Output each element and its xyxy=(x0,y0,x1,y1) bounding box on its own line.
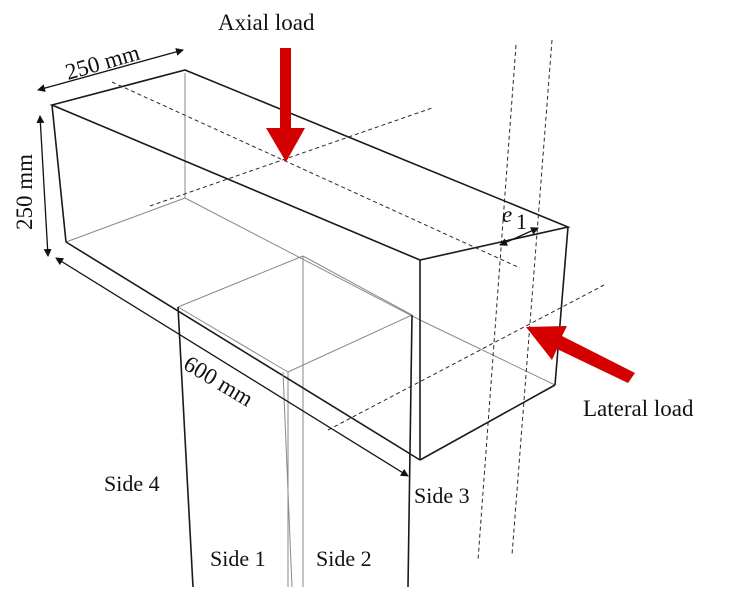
eccentricity-dimension-line xyxy=(499,227,539,246)
width-dimension-label: 250 mm xyxy=(62,40,142,85)
height-dimension-line xyxy=(36,115,52,257)
axial-load-arrow xyxy=(266,48,305,162)
dashed-reference-lines xyxy=(111,39,605,561)
width-dimension-line xyxy=(37,48,184,92)
eccentricity-subscript: 1 xyxy=(516,209,527,234)
axial-load-label: Axial load xyxy=(218,10,315,35)
dimension-lines xyxy=(36,48,539,477)
eccentricity-label: e xyxy=(502,202,512,227)
height-dimension-label: 250 mm xyxy=(12,154,37,230)
length-dimension-label: 600 mm xyxy=(179,351,257,412)
side-2-label: Side 2 xyxy=(316,546,372,571)
side-3-label: Side 3 xyxy=(414,483,470,508)
lateral-load-label: Lateral load xyxy=(583,396,694,421)
side-4-label: Side 4 xyxy=(104,471,160,496)
visible-edges xyxy=(49,69,571,588)
lateral-load-arrow xyxy=(526,326,635,383)
side-1-label: Side 1 xyxy=(210,546,266,571)
length-dimension-line xyxy=(55,257,409,477)
